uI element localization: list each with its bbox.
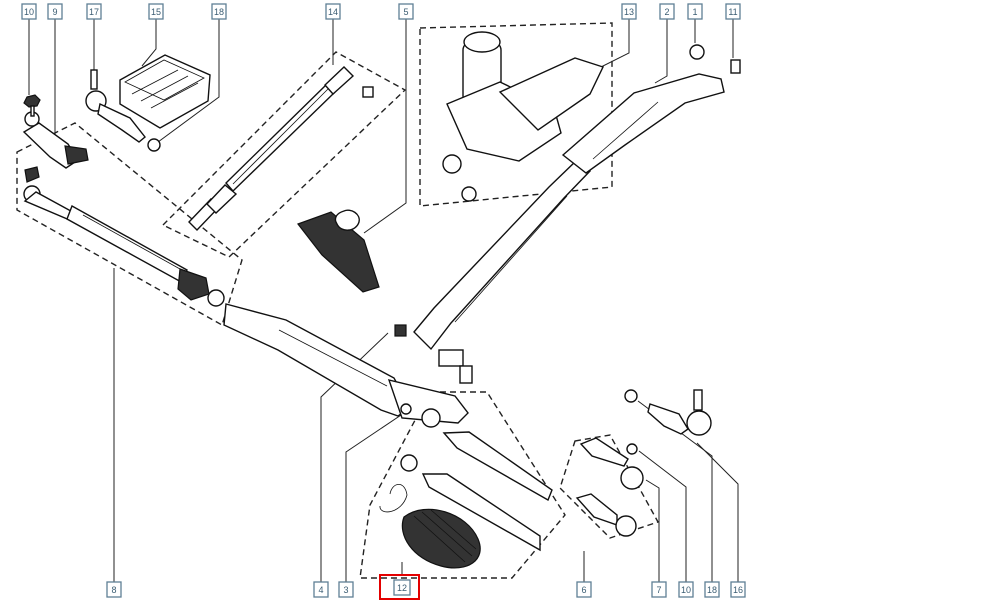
label-box-18-bottom	[704, 581, 720, 598]
leader-3	[345, 406, 414, 583]
outer-ball-joint-16-icon	[624, 389, 712, 436]
label-13: 13	[624, 7, 634, 17]
label-9: 9	[52, 7, 57, 17]
outer-tie-rod-7-icon	[575, 437, 644, 537]
label-1: 1	[692, 7, 697, 17]
top-left-fasteners-icon	[22, 94, 89, 169]
label-18-bottom: 18	[707, 585, 717, 595]
label-box-4	[313, 581, 329, 598]
electric-motor-13-icon	[442, 31, 604, 202]
label-box-12	[393, 579, 411, 596]
label-4: 4	[318, 585, 323, 595]
steering-shaft-14-icon	[188, 66, 374, 232]
tie-rod-assembly-outline	[16, 122, 243, 327]
leader-13	[594, 19, 630, 71]
label-10-bottom: 10	[681, 585, 691, 595]
label-box-5	[398, 3, 414, 20]
label-box-7	[651, 581, 667, 598]
leader-7	[645, 479, 660, 583]
label-box-15	[148, 3, 164, 20]
main-steering-rack-icon	[223, 303, 469, 424]
label-18-top: 18	[214, 7, 224, 17]
label-box-14	[325, 3, 341, 20]
label-16: 16	[733, 585, 743, 595]
label-7: 7	[656, 585, 661, 595]
label-2: 2	[664, 7, 669, 17]
label-12: 12	[397, 583, 407, 593]
label-box-9	[47, 3, 63, 20]
label-box-11	[725, 3, 741, 20]
leader-2	[654, 19, 668, 84]
label-box-8	[106, 581, 122, 598]
label-box-2	[659, 3, 675, 20]
highlight-box-12	[379, 574, 420, 600]
leader-4	[320, 332, 389, 583]
boot-12-icon	[379, 483, 481, 569]
label-8: 8	[111, 585, 116, 595]
label-box-13	[621, 3, 637, 20]
label-box-18-top	[211, 3, 227, 20]
left-tie-rod-icon	[23, 166, 225, 307]
label-box-3	[338, 581, 354, 598]
inner-tie-rod-boot-outline	[359, 391, 566, 579]
label-box-16	[730, 581, 746, 598]
label-17: 17	[89, 7, 99, 17]
label-box-1	[687, 3, 703, 20]
leader-10-bottom	[638, 450, 687, 583]
steering-column-2-icon	[413, 44, 741, 384]
ball-joint-17-icon	[85, 69, 161, 152]
label-10-top: 10	[24, 7, 34, 17]
label-box-10-top	[21, 3, 37, 20]
leader-16	[696, 442, 739, 583]
label-3: 3	[343, 585, 348, 595]
leader-15	[141, 19, 157, 67]
label-box-10-bottom	[678, 581, 694, 598]
control-module-15-icon	[119, 54, 211, 129]
label-15: 15	[151, 7, 161, 17]
inner-tie-rod-6-icon	[400, 408, 553, 552]
label-14: 14	[328, 7, 338, 17]
leader-18-top	[153, 19, 220, 146]
label-5: 5	[403, 7, 408, 17]
leader-5	[363, 19, 407, 234]
steering-shaft-outline	[161, 51, 407, 258]
label-box-17	[86, 3, 102, 20]
label-box-6	[576, 581, 592, 598]
label-11: 11	[728, 7, 737, 17]
label-6: 6	[581, 585, 586, 595]
mounting-bracket-5-icon	[297, 209, 380, 293]
